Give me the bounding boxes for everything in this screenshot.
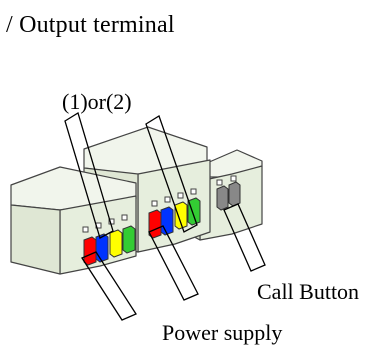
terminal-blue xyxy=(95,233,109,263)
output-terminal-title: / Output terminal xyxy=(6,12,175,38)
call-button-terminals xyxy=(216,181,241,211)
call-button-label: Call Button xyxy=(257,279,360,304)
socket-hole xyxy=(177,192,184,199)
power-lead-left xyxy=(81,251,137,321)
call-button-lead xyxy=(223,203,266,272)
socket-hole xyxy=(190,188,197,195)
module-left-side xyxy=(10,204,61,275)
terminal-yellow xyxy=(109,229,123,258)
power-supply-label: Power supply xyxy=(162,320,283,345)
callout-leads xyxy=(64,112,266,321)
socket-hole xyxy=(121,214,128,221)
terminal-green xyxy=(122,225,136,254)
terminal-red xyxy=(148,209,162,239)
call-button-block xyxy=(216,185,229,211)
terminal-blue xyxy=(160,206,174,236)
socket-hole xyxy=(230,175,237,182)
socket-hole xyxy=(164,196,171,203)
terminal-green xyxy=(187,197,201,226)
terminal-red xyxy=(83,236,97,266)
socket-holes xyxy=(82,175,237,233)
call-button-block xyxy=(228,181,241,207)
power-lead-middle xyxy=(148,225,199,301)
socket-hole xyxy=(216,179,223,186)
socket-hole xyxy=(151,200,158,207)
terminal-yellow xyxy=(174,201,188,230)
option-lead-middle xyxy=(145,115,198,233)
option-lead-left xyxy=(64,112,114,239)
module-left xyxy=(10,166,137,275)
terminals-left xyxy=(83,225,136,266)
option-1-or-2-label: (1)or(2) xyxy=(62,89,132,114)
socket-hole xyxy=(82,226,89,233)
